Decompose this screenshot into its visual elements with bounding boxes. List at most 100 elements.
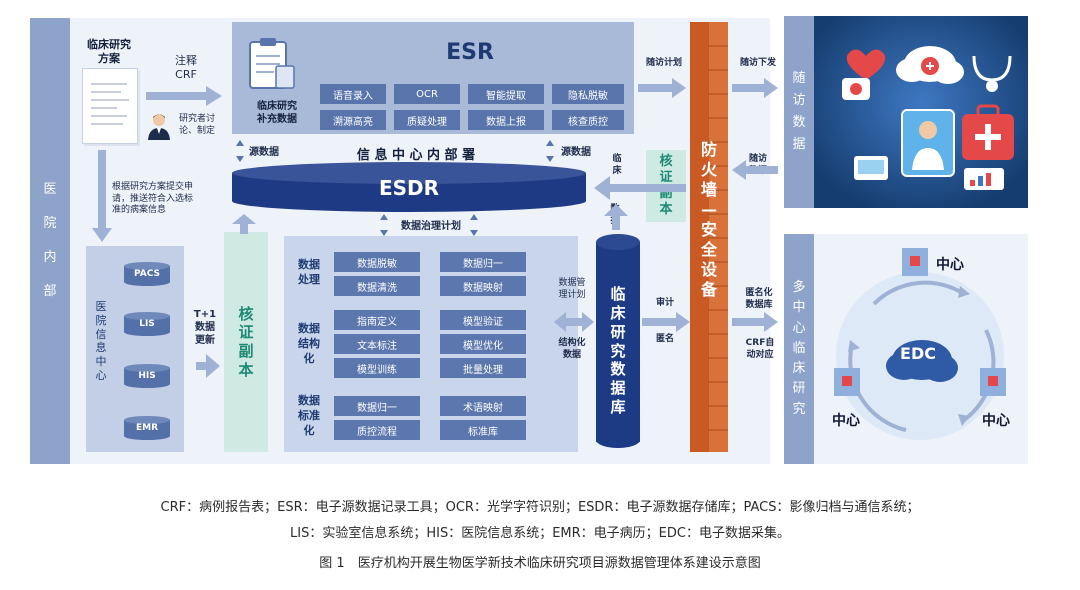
wall-char: 安 (700, 220, 717, 239)
researcher-avatar-icon (148, 114, 170, 140)
followup-char: 据 (792, 137, 806, 153)
his-char: 医 (95, 300, 107, 313)
wall-char: 火 (700, 160, 717, 179)
arrow-plan-right (470, 214, 478, 236)
clinic-label: 临 床 (610, 154, 624, 177)
anon-db-label: 匿名化 数据库 (738, 288, 780, 311)
anon-label: 匿名 (655, 334, 674, 344)
telehealth-illustration (814, 16, 1028, 208)
governance-item: 数据归一 (334, 396, 420, 416)
center-label: 中心 (936, 257, 964, 273)
inject-crf-label: 注释 CRF (166, 54, 206, 83)
governance-item: 术语映射 (440, 396, 526, 416)
arrow-wall-to-esdr (594, 176, 686, 200)
db-label: EMR (135, 423, 159, 433)
struct-line: 数据 (562, 349, 581, 360)
emr-database-icon: EMR (124, 416, 170, 440)
governance-item: 标准库 (440, 420, 526, 440)
multi-char: 究 (792, 401, 806, 417)
protocol-document-icon (82, 68, 138, 144)
verify-char: 本 (659, 202, 673, 218)
hospital-info-center-label: 医 院 信 息 中 心 (92, 300, 110, 383)
device-icon (854, 156, 888, 180)
update-line: T+1 (193, 309, 217, 320)
heart-icon (846, 49, 886, 80)
multi-char: 临 (792, 340, 806, 356)
arrow-crdb-up (604, 204, 628, 230)
crdb-char: 床 (610, 304, 626, 323)
followup-send-label: 随访下发 (739, 58, 776, 68)
followup-plan-label: 随访计划 (645, 58, 682, 68)
crdb-char: 库 (610, 397, 626, 416)
group-label-line: 化 (303, 423, 315, 437)
abbreviation-caption-line1: CRF：病例报告表；ESR：电子源数据记录工具；OCR：光学字符识别；ESDR：… (160, 500, 920, 515)
clinic-v-char: 临 (612, 154, 622, 164)
protocol-title-line: 方案 (98, 52, 120, 66)
governance-item: 数据脱敏 (334, 252, 420, 272)
clipboard-icon (249, 38, 295, 89)
wall-char: 全 (700, 240, 717, 259)
esr-tag: 隐私脱敏 (552, 84, 624, 104)
protocol-title: 临床研究 方案 (78, 38, 140, 67)
structured-data-label: 结构化 数据 (552, 338, 592, 361)
governance-item: 指南定义 (334, 310, 420, 330)
verify-char: 证 (238, 323, 254, 342)
band-char: 内 (43, 250, 57, 265)
multi-char: 心 (792, 320, 806, 336)
group-label-line: 标准 (298, 408, 320, 422)
anon-db-line: 数据库 (745, 299, 773, 310)
verify-char: 证 (659, 169, 673, 185)
his-database-icon: HIS (124, 364, 170, 388)
wall-char: 设 (700, 260, 717, 279)
protocol-title-line: 临床研究 (87, 38, 131, 51)
discuss-line: 论、制定 (178, 125, 215, 136)
crf-map-line: 动对应 (746, 349, 774, 360)
band-char: 院 (43, 215, 57, 231)
arrow-src-left (236, 140, 244, 162)
esr-tag: 质疑处理 (394, 110, 460, 130)
multicenter-panel (814, 234, 1028, 464)
esr-tag: 溯源高亮 (320, 110, 386, 130)
arrow-src-right (546, 140, 554, 162)
followup-data-band: 随 访 数 据 (784, 16, 814, 208)
center-label: 中心 (832, 413, 860, 429)
hospital-internal-band: 医 院 内 部 (30, 18, 70, 464)
plan-line: 理计划 (558, 289, 586, 300)
chart-icon (964, 168, 1004, 190)
source-data-left-label: 源数据 (249, 147, 279, 158)
submit-line: 根据研究方案提交申 (112, 182, 194, 192)
arrow-crf-to-esr (146, 86, 222, 106)
db-label: LIS (139, 319, 155, 329)
edc-cycle-diagram (834, 248, 1006, 440)
verify-char: 核 (238, 304, 254, 323)
arrow-verify-to-esdr (232, 214, 256, 234)
verify-char: 副 (238, 342, 254, 360)
esr-tag: 智能提取 (468, 84, 544, 104)
crdb-cylinder-top (596, 234, 640, 250)
anon-db-line: 匿名化 (745, 288, 773, 298)
esr-tag: OCR (394, 84, 460, 104)
group-label-line: 数据 (298, 322, 320, 335)
struct-line: 结构化 (558, 338, 586, 348)
multi-char: 床 (792, 361, 806, 377)
verify-char: 核 (659, 153, 673, 169)
crdb-char: 研 (610, 322, 626, 341)
source-data-right-label: 源数据 (561, 147, 591, 158)
followup-char: 数 (792, 115, 806, 130)
inject-line: CRF (175, 68, 197, 82)
esr-tag: 语音录入 (320, 84, 386, 104)
crf-map-line: CRF自 (745, 338, 775, 348)
multi-char: 中 (792, 300, 806, 316)
db-label: PACS (134, 269, 160, 279)
arrow-esr-to-wall (638, 78, 686, 98)
pacs-database-icon: PACS (124, 262, 170, 286)
hospital-building-icon (980, 368, 1006, 396)
wall-char: 墙 (700, 180, 717, 199)
arrow-crdb-to-wall (642, 312, 690, 332)
his-char: 信 (95, 327, 107, 341)
governance-group-label: 数据 标准 化 (292, 394, 326, 439)
multi-char: 研 (792, 381, 806, 397)
crdb-char: 据 (610, 379, 626, 398)
esr-title: ESR (446, 40, 494, 65)
verify-char: 本 (238, 360, 254, 379)
